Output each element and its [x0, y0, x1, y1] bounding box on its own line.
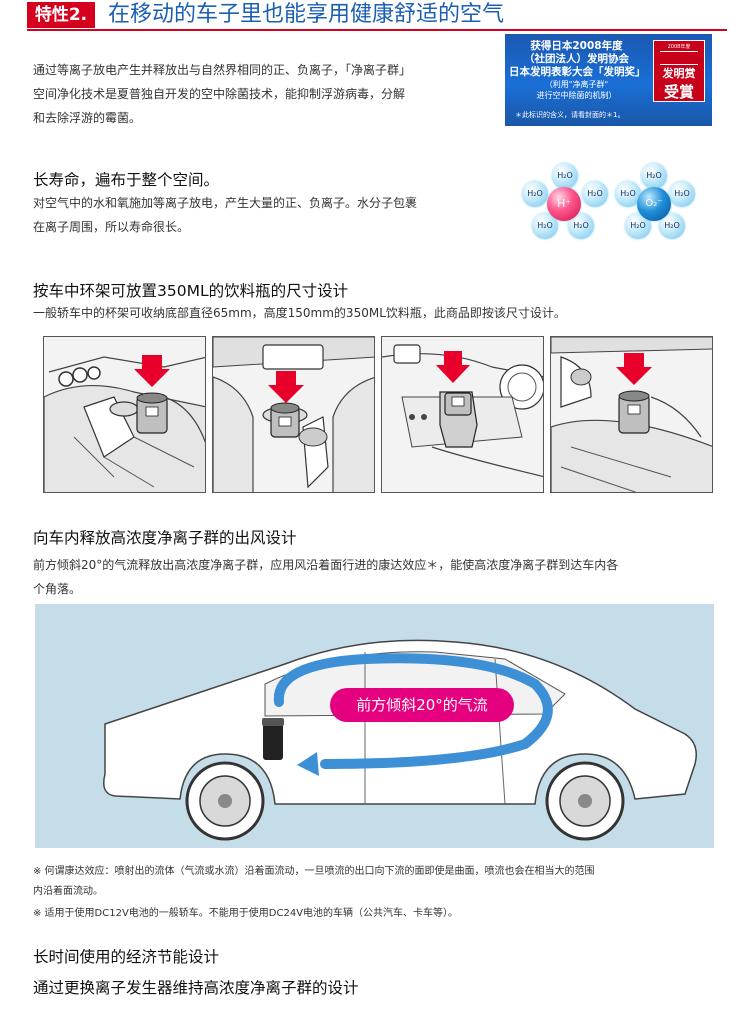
- intro-line: 空间净化技术是夏普独自开发的空中除菌技术，能抑制浮游病毒，分解: [33, 87, 406, 101]
- water-molecule-icon: H₂O: [641, 163, 667, 189]
- footnote-voltage: ※ 适用于使用DC12V电池的一般轿车。不能用于使用DC24V电池的车辆（公共汽…: [33, 908, 459, 919]
- car-interior-photo-2: [212, 336, 375, 493]
- longevity-paragraph: 对空气中的水和氧施加等离子放电，产生大量的正、负离子。水分子包裹 在离子周围，所…: [33, 191, 417, 239]
- positive-ion-icon: H⁺: [547, 187, 581, 221]
- seal-label: 发明赏: [662, 67, 696, 80]
- award-line: 日本发明表彰大会「发明奖」: [509, 66, 646, 78]
- intro-paragraph: 通过等离子放电产生并释放出与自然界相同的正、负离子，「净离子群」 空间净化技术是…: [33, 58, 411, 130]
- seal-label: 受賞: [663, 83, 694, 101]
- longevity-line: 对空气中的水和氧施加等离子放电，产生大量的正、负离子。水分子包裹: [33, 196, 418, 210]
- positive-ion-cluster: H₂O H₂O H₂O H₂O H₂O H⁺: [519, 163, 611, 243]
- airflow-line: 前方倾斜20°的气流释放出高浓度净离子群，应用风沿着面行进的康达效应＊，能使高浓…: [33, 558, 619, 572]
- negative-ion-icon: O₂⁻: [637, 187, 671, 221]
- airflow-heading: 向车内释放高浓度净离子群的出风设计: [33, 529, 297, 547]
- airflow-line: 个角落。: [33, 582, 82, 596]
- economy-subheading: 通过更换离子发生器维持高浓度净离子群的设计: [33, 979, 359, 997]
- water-molecule-icon: H₂O: [615, 181, 641, 207]
- water-molecule-icon: H₂O: [669, 181, 695, 207]
- car-outline-illustration: [103, 639, 697, 841]
- footnote-coanda: ※ 何谓康达效应：喷射出的流体（气流或水流）沿着面流动，一旦喷流的出口向下流的面…: [33, 866, 595, 877]
- page-header: 特性2. 在移动的车子里也能享用健康舒适的空气: [0, 0, 750, 31]
- water-molecule-icon: H₂O: [522, 181, 548, 207]
- footnote-coanda-continued: 内沿着面流动。: [33, 886, 103, 897]
- award-note: ＊此标识的含义，请看封面的＊1。: [515, 111, 625, 119]
- airflow-label: 前方倾斜20°的气流: [330, 688, 514, 722]
- header-divider: [27, 29, 727, 31]
- award-text: 获得日本2008年度 （社团法人）发明协会 日本发明表彰大会「发明奖」 （利用"…: [509, 40, 646, 101]
- award-line: 获得日本2008年度: [530, 40, 623, 52]
- car-interior-photo-3: [381, 336, 544, 493]
- water-molecule-icon: H₂O: [552, 163, 578, 189]
- award-line: （社团法人）发明协会: [524, 53, 629, 65]
- invention-award-box: 获得日本2008年度 （社团法人）发明协会 日本发明表彰大会「发明奖」 （利用"…: [505, 34, 712, 126]
- negative-ion-cluster: H₂O H₂O H₂O H₂O H₂O O₂⁻: [613, 163, 708, 243]
- car-interior-photo-4: [550, 336, 713, 493]
- economy-heading: 长时间使用的经济节能设计: [33, 948, 220, 966]
- airflow-diagram: 前方倾斜20°的气流: [35, 604, 714, 848]
- feature-badge: 特性2.: [27, 2, 95, 28]
- airflow-paragraph: 前方倾斜20°的气流释放出高浓度净离子群，应用风沿着面行进的康达效应＊，能使高浓…: [33, 553, 618, 601]
- longevity-line: 在离子周围，所以寿命很长。: [33, 220, 190, 234]
- cupholder-heading: 按车中环架可放置350ML的饮料瓶的尺寸设计: [33, 282, 349, 300]
- award-line: 进行空中除菌的机制）: [536, 91, 617, 100]
- seal-rule: [660, 51, 698, 65]
- page-title: 在移动的车子里也能享用健康舒适的空气: [108, 2, 505, 27]
- car-interior-photo-1: [43, 336, 206, 493]
- intro-line: 和去除浮游的霉菌。: [33, 111, 142, 125]
- seal-year: 2008年度: [667, 44, 691, 50]
- intro-line: 通过等离子放电产生并释放出与自然界相同的正、负离子，「净离子群」: [33, 63, 412, 77]
- water-molecule-icon: H₂O: [582, 181, 608, 207]
- longevity-heading: 长寿命，遍布于整个空间。: [33, 171, 220, 189]
- award-line: （利用"净离子群": [544, 80, 609, 89]
- award-seal: 2008年度 发明赏 受賞: [653, 40, 705, 102]
- cupholder-description: 一般轿车中的杯架可收纳底部直径65mm，高度150mm的350ML饮料瓶，此商品…: [33, 306, 566, 320]
